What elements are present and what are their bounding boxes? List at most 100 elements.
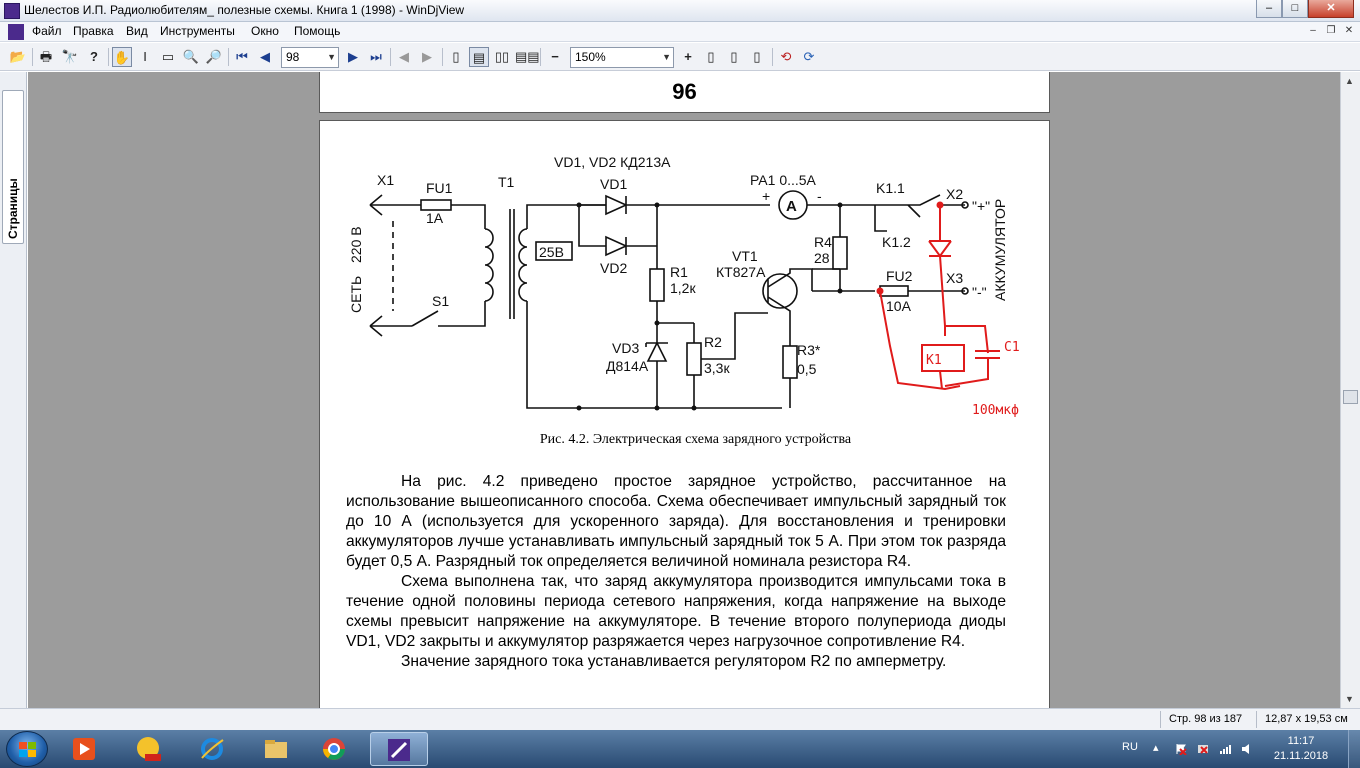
zoom-select[interactable]: 150% ▼ <box>570 47 674 68</box>
tray-expand-icon[interactable]: ▴ <box>1153 742 1159 754</box>
fu2-value: 10A <box>886 298 912 314</box>
find-icon[interactable]: 🔭 <box>61 49 79 64</box>
document-icon[interactable] <box>8 24 24 40</box>
taskbar-media-player[interactable] <box>56 732 114 766</box>
fit-page-icon[interactable]: ▯ <box>707 49 715 64</box>
app-icon <box>4 3 20 19</box>
chevron-down-icon[interactable]: ▼ <box>327 52 336 62</box>
vertical-scrollbar[interactable]: ▲ ▼ <box>1340 72 1360 708</box>
fu1-value: 1A <box>426 210 444 226</box>
continuous-icon[interactable]: ▤ <box>469 47 489 67</box>
menu-tools[interactable]: Инструменты <box>160 24 235 38</box>
minimize-button[interactable]: – <box>1256 0 1282 18</box>
select-rect-icon[interactable]: ▭ <box>161 49 175 64</box>
print-icon[interactable]: 🖶 <box>39 49 53 64</box>
s1-label: S1 <box>432 293 449 309</box>
clock-date: 21.11.2018 <box>1273 750 1329 762</box>
close-button[interactable]: ✕ <box>1308 0 1354 18</box>
r3-value: 0,5 <box>797 361 817 377</box>
hand-tool-icon[interactable]: ✋ <box>112 47 132 67</box>
select-text-icon[interactable]: I <box>143 49 147 64</box>
fit-width-icon[interactable]: ▯ <box>730 49 738 64</box>
taskbar-chrome[interactable] <box>306 732 364 766</box>
volume-icon[interactable] <box>1241 743 1253 755</box>
x2-polarity: "+" <box>972 198 990 214</box>
actual-size-icon[interactable]: ▯ <box>753 49 761 64</box>
last-page-icon[interactable]: ⏭ <box>370 49 382 64</box>
taskbar-explorer[interactable] <box>248 732 306 766</box>
back-icon[interactable]: ◀ <box>399 49 409 64</box>
chevron-down-icon[interactable]: ▼ <box>662 52 671 62</box>
menu-file[interactable]: Файл <box>32 24 62 38</box>
paragraph: Значение зарядного тока устанавливается … <box>401 653 947 670</box>
k11-label: K1.1 <box>876 180 905 196</box>
scroll-up-icon[interactable]: ▲ <box>1345 76 1354 86</box>
taskbar-windjview[interactable] <box>370 732 428 766</box>
zoom-tool-icon[interactable]: 🔍 <box>182 49 200 64</box>
r1-value: 1,2к <box>670 280 696 296</box>
flag-icon[interactable] <box>1175 743 1187 755</box>
scrollbar-thumb[interactable] <box>1343 390 1358 404</box>
first-page-icon[interactable]: ⏮ <box>236 49 248 64</box>
single-page-icon[interactable]: ▯ <box>452 49 460 64</box>
help-icon[interactable]: ? <box>90 49 98 64</box>
menu-edit[interactable]: Правка <box>73 24 114 38</box>
clock[interactable]: 11:17 21.11.2018 <box>1263 734 1339 764</box>
vd12-label: VD1, VD2 КД213А <box>554 154 671 170</box>
r3-resistor <box>782 345 798 379</box>
toolbar-separator <box>108 48 109 66</box>
language-indicator[interactable]: RU <box>1122 741 1138 753</box>
vd2-diode <box>578 205 657 257</box>
wire <box>656 204 770 269</box>
scroll-down-icon[interactable]: ▼ <box>1345 694 1354 704</box>
tab-pages[interactable]: Страницы <box>2 90 24 244</box>
mdi-minimize-button[interactable]: – <box>1310 25 1316 36</box>
zoom-out-icon[interactable]: − <box>551 49 559 64</box>
prev-page-icon[interactable]: ◀ <box>260 49 270 64</box>
figure-caption: Рис. 4.2. Электрическая схема зарядного … <box>539 432 852 447</box>
mdi-close-button[interactable]: ✕ <box>1344 25 1354 36</box>
rotate-right-icon[interactable]: ⟳ <box>803 49 815 64</box>
maximize-button[interactable]: □ <box>1282 0 1308 18</box>
mdi-restore-button[interactable]: ❐ <box>1326 25 1336 36</box>
ammeter-symbol: A <box>786 198 797 215</box>
toolbar-separator <box>228 48 229 66</box>
open-icon[interactable]: 📂 <box>9 49 27 64</box>
taskbar-ie[interactable] <box>184 732 242 766</box>
x2-label: X2 <box>946 186 963 202</box>
zoom-rect-icon[interactable]: 🔎 <box>205 49 223 64</box>
menu-window[interactable]: Окно <box>251 24 279 38</box>
k1-contacts <box>874 194 965 232</box>
show-desktop-button[interactable] <box>1348 730 1360 768</box>
wire <box>693 312 768 408</box>
handdrawn-k1-coil <box>921 344 965 372</box>
rotate-left-icon[interactable]: ⟲ <box>780 49 792 64</box>
forward-icon[interactable]: ▶ <box>422 49 432 64</box>
continuous-facing-icon[interactable]: ▤▤ <box>515 49 540 64</box>
menu-help[interactable]: Помощь <box>294 24 341 38</box>
v25-label: 25В <box>539 244 564 260</box>
facing-icon[interactable]: ▯▯ <box>494 49 510 64</box>
x1-terminal-lower <box>369 315 412 337</box>
taskbar: RU ▴ 11:17 21.11.2018 <box>0 730 1360 768</box>
network-icon[interactable] <box>1219 743 1231 755</box>
document-viewport[interactable]: 96 <box>28 72 1340 708</box>
vt1-label: VT1 <box>732 248 758 264</box>
taskbar-pro-app[interactable] <box>120 732 178 766</box>
menu-view[interactable]: Вид <box>126 24 148 38</box>
handdrawn-wire <box>945 325 989 354</box>
toolbar-separator <box>390 48 391 66</box>
handdrawn-wire <box>939 370 943 390</box>
fu2-label: FU2 <box>886 268 913 284</box>
speaker-icon[interactable] <box>1197 743 1209 755</box>
status-divider <box>1256 711 1257 728</box>
start-button[interactable] <box>6 731 48 767</box>
page-number-input[interactable]: 98 ▼ <box>281 47 339 68</box>
vt1-leads <box>767 268 813 336</box>
zoom-in-icon[interactable]: + <box>684 49 692 64</box>
wire <box>812 205 875 292</box>
next-page-icon[interactable]: ▶ <box>348 49 358 64</box>
toolbar-separator <box>32 48 33 66</box>
secondary-coil <box>518 228 528 302</box>
vt1-type: КТ827А <box>716 264 766 280</box>
